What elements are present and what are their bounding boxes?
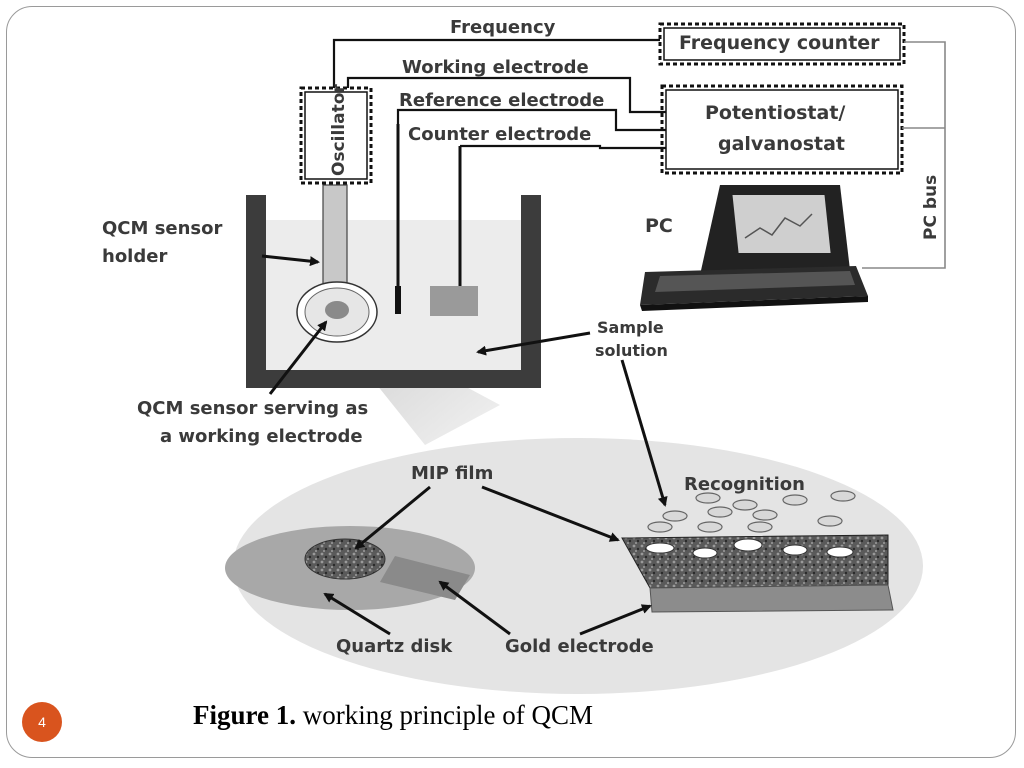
label-sample-line2: solution (595, 341, 668, 360)
label-quartz-disk: Quartz disk (336, 636, 453, 657)
annotation-arrows (261, 254, 668, 636)
counter-electrode-plate (430, 286, 478, 316)
potentiostat-box (660, 84, 904, 175)
label-pc-bus: PC bus (921, 175, 941, 240)
caption-text: working principle of QCM (296, 700, 593, 730)
label-mip-film: MIP film (411, 463, 493, 484)
label-potentiostat-line1: Potentiostat/ (705, 102, 845, 124)
label-qcm-holder-line2: holder (102, 246, 167, 267)
frequency-counter-box-inner (663, 27, 901, 61)
qcm-holder (322, 184, 348, 301)
label-sample-line1: Sample (597, 318, 664, 337)
label-working-electrode: Working electrode (402, 57, 589, 78)
signal-wires (332, 38, 666, 150)
caption-label: Figure 1. (193, 700, 296, 730)
label-frequency-counter: Frequency counter (679, 32, 880, 54)
label-oscillator: Oscillator (329, 84, 349, 176)
reference-electrode-tip (395, 286, 401, 314)
label-reference-electrode: Reference electrode (399, 90, 604, 111)
figure-caption: Figure 1. working principle of QCM (193, 700, 593, 731)
label-recognition: Recognition (684, 474, 805, 495)
label-frequency: Frequency (450, 17, 556, 38)
mip-film-spot (304, 538, 386, 580)
label-qcm-holder-line1: QCM sensor (102, 218, 223, 239)
label-sensor-line2: a working electrode (160, 426, 363, 447)
label-sensor-line1: QCM sensor serving as (137, 398, 368, 419)
pc-bus-wires (862, 41, 946, 269)
cavities (645, 538, 854, 559)
oscillator-box-inner (304, 91, 368, 180)
label-counter-electrode: Counter electrode (408, 124, 591, 145)
target-molecules (647, 490, 856, 533)
qcm-sensor-center (325, 301, 349, 319)
frequency-counter-box (658, 22, 906, 66)
recognition-slab-base (649, 584, 894, 613)
laptop (640, 185, 868, 311)
label-pc: PC (645, 215, 673, 237)
oscillator-box (299, 86, 373, 185)
label-potentiostat-line2: galvanostat (718, 133, 845, 155)
label-gold-electrode: Gold electrode (505, 636, 654, 657)
page-number-badge: 4 (22, 702, 62, 742)
